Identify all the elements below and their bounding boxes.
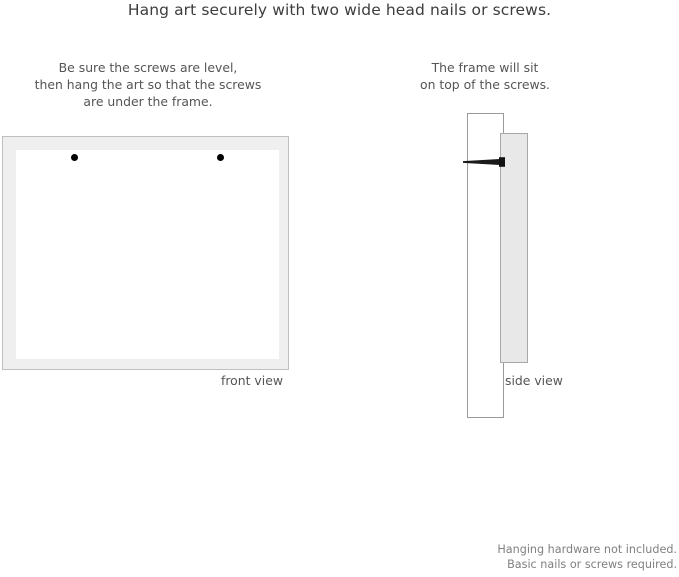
picture-frame-side-inner (545, 163, 562, 378)
front-view-label: front view (221, 373, 283, 388)
picture-frame-side-outer (500, 133, 562, 378)
side-view-caption-line-2: on top of the screws. (419, 77, 550, 92)
picture-frame-front-outer (2, 136, 289, 370)
front-view-caption-line-2: then hang the art so that the screws (34, 77, 262, 92)
nail-icon (463, 157, 505, 167)
side-view-caption-line-1: The frame will sit (431, 60, 539, 75)
picture-frame-front-mat (16, 150, 279, 359)
side-view-label: side view (505, 373, 563, 388)
footer-line-2: Basic nails or screws required. (507, 558, 677, 571)
screw-head-icon-right (217, 154, 224, 161)
front-view-caption: Be sure the screws are level, then hang … (3, 59, 293, 110)
front-view-caption-line-3: are under the frame. (83, 94, 213, 109)
front-view-caption-line-1: Be sure the screws are level, (58, 60, 238, 75)
side-view-diagram (460, 108, 590, 428)
footer-line-1: Hanging hardware not included. (497, 543, 677, 556)
footer-disclaimer: Hanging hardware not included. Basic nai… (497, 542, 677, 572)
page-title: Hang art securely with two wide head nai… (127, 1, 552, 19)
front-view-diagram (2, 136, 291, 372)
screw-head-icon-left (71, 154, 78, 161)
side-view-caption: The frame will sit on top of the screws. (400, 59, 570, 93)
